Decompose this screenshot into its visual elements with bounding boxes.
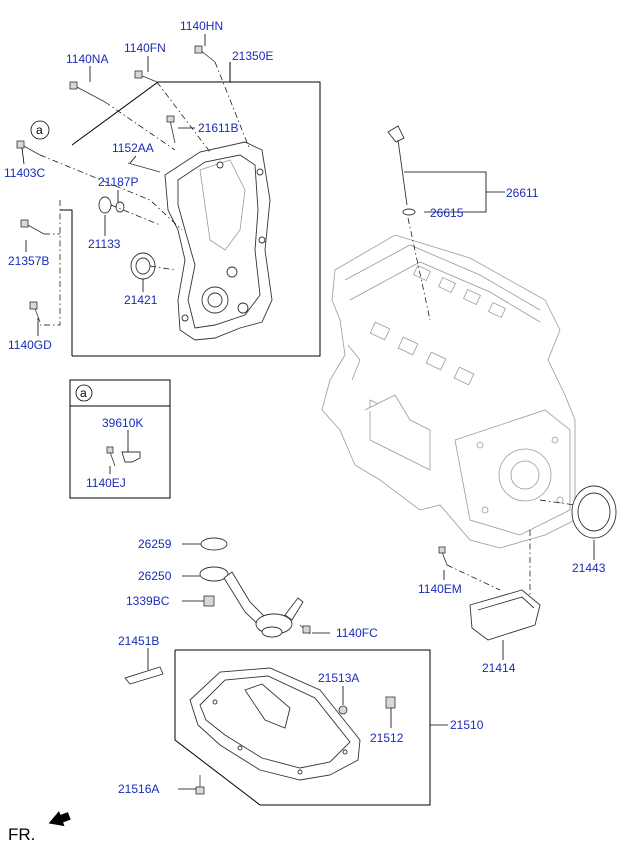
label-1339BC[interactable]: 1339BC — [126, 594, 170, 608]
label-21414[interactable]: 21414 — [482, 661, 516, 675]
label-1140FN[interactable]: 1140FN — [124, 41, 166, 55]
label-39610K[interactable]: 39610K — [102, 416, 143, 430]
detail-box-a — [69, 379, 171, 499]
rear-seal-drawing — [539, 485, 617, 539]
timing-cover-drawing — [164, 141, 273, 341]
baffle-drawing — [438, 530, 541, 641]
label-21513A[interactable]: 21513A — [318, 671, 359, 685]
detail-box-a-letter: a — [80, 386, 87, 400]
label-1140FC[interactable]: 1140FC — [336, 626, 378, 640]
label-21443[interactable]: 21443 — [572, 561, 606, 575]
label-1152AA[interactable]: 1152AA — [112, 141, 154, 155]
leader-lines — [21, 34, 445, 790]
gasket-tool-drawing — [124, 648, 164, 685]
front-direction-label: FR. — [8, 825, 35, 844]
oil-strainer-drawing — [199, 537, 311, 638]
oil-pan-group-box — [174, 649, 431, 806]
label-26615[interactable]: 26615 — [430, 206, 464, 220]
label-1140GD[interactable]: 1140GD — [8, 338, 52, 352]
label-21611B[interactable]: 21611B — [198, 121, 238, 135]
dipstick-drawing — [387, 125, 431, 321]
label-21133[interactable]: 21133 — [88, 237, 121, 251]
cover-bolts — [16, 45, 216, 323]
label-21357B[interactable]: 21357B — [8, 254, 49, 268]
label-1140EM[interactable]: 1140EM — [418, 582, 462, 596]
label-21516A[interactable]: 21516A — [118, 782, 159, 796]
label-1140NA[interactable]: 1140NA — [66, 52, 108, 66]
timing-cover-small-parts — [98, 115, 176, 280]
label-11403C[interactable]: 11403C — [4, 166, 45, 180]
front-direction-arrow — [48, 811, 71, 827]
oil-pan-drawing — [189, 667, 396, 795]
label-21187P[interactable]: 21187P — [98, 175, 138, 189]
engine-block-drawing — [321, 234, 576, 549]
bracket-drawing — [106, 446, 141, 467]
label-1140EJ[interactable]: 1140EJ — [86, 476, 126, 490]
callout-a-circle — [30, 120, 50, 140]
label-26259[interactable]: 26259 — [138, 537, 172, 551]
label-26250[interactable]: 26250 — [138, 569, 172, 583]
label-21510[interactable]: 21510 — [450, 718, 484, 732]
label-21350E[interactable]: 21350E — [232, 49, 273, 63]
timing-cover-group-box — [60, 209, 73, 356]
label-21421[interactable]: 21421 — [124, 293, 158, 307]
label-21512[interactable]: 21512 — [370, 731, 404, 745]
label-21451B[interactable]: 21451B — [118, 634, 159, 648]
callout-a-letter: a — [36, 123, 43, 137]
label-26611[interactable]: 26611 — [506, 186, 539, 200]
timing-cover-dash-lines — [39, 61, 251, 326]
label-1140HN[interactable]: 1140HN — [180, 19, 223, 33]
